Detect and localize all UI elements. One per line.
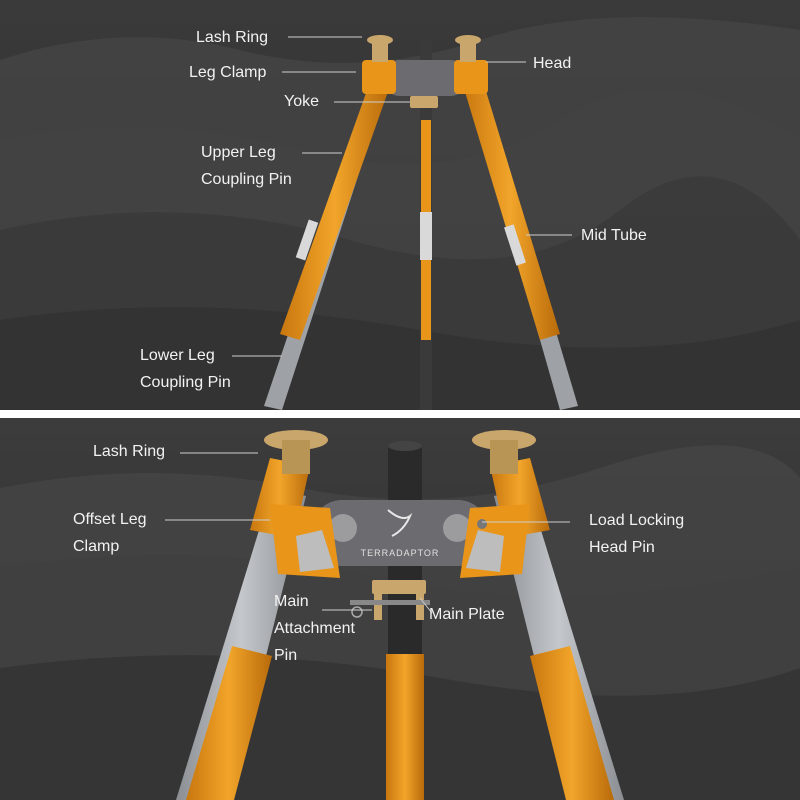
right-gauge	[443, 514, 471, 542]
main-plate	[312, 500, 488, 566]
left-leg-clamp	[362, 60, 396, 94]
top-panel: Lash Ring Leg Clamp Yoke Upper Leg Coupl…	[0, 0, 800, 410]
main-attachment-pin	[350, 600, 430, 605]
label-load-locking-head-pin: Load Locking Head Pin	[589, 512, 685, 556]
bottom-panel: TERRADAPTOR Lash Ring Offset Leg Clamp	[0, 418, 800, 800]
right-leg-label-strip	[504, 224, 526, 266]
label-lower-leg-coupling-pin: Lower Leg Coupling Pin	[140, 347, 231, 391]
label-yoke: Yoke	[284, 93, 319, 110]
tripod-overview-illustration	[0, 0, 800, 410]
label-mid-tube: Mid Tube	[581, 227, 647, 244]
label-upper-leg-coupling-pin: Upper Leg Coupling Pin	[201, 144, 292, 188]
label-main-attachment-pin: Main Attachment Pin	[274, 593, 355, 664]
center-leg-orange	[386, 654, 424, 800]
label-head: Head	[533, 55, 572, 72]
left-leg-silver-tube	[176, 488, 306, 800]
left-leg-orange-lower	[186, 646, 272, 800]
leader-lines-top	[232, 36, 572, 357]
label-leg-clamp: Leg Clamp	[189, 64, 267, 81]
right-leg-orange	[462, 78, 560, 340]
left-leg-orange	[280, 82, 390, 340]
left-gauge	[329, 514, 357, 542]
yoke	[372, 580, 426, 594]
label-lash-ring: Lash Ring	[196, 29, 269, 46]
brand-logo-icon	[387, 509, 413, 537]
yoke	[410, 96, 438, 108]
label-lash-ring: Lash Ring	[93, 443, 166, 460]
load-locking-head-pin	[477, 519, 487, 529]
label-offset-leg-clamp: Offset Leg Clamp	[73, 511, 147, 555]
leader-lines-bottom	[165, 452, 570, 614]
mountain-layer-front	[0, 307, 800, 410]
left-leg-label-strip	[295, 219, 319, 261]
center-leg-label-strip	[420, 212, 432, 260]
right-leg-orange-lower	[530, 646, 614, 800]
label-main-plate: Main Plate	[429, 606, 505, 623]
right-leg-clamp	[454, 60, 488, 94]
head-plate	[385, 60, 465, 96]
tripod-head-closeup-illustration: TERRADAPTOR	[0, 418, 800, 800]
brand-logotype: TERRADAPTOR	[361, 548, 440, 558]
